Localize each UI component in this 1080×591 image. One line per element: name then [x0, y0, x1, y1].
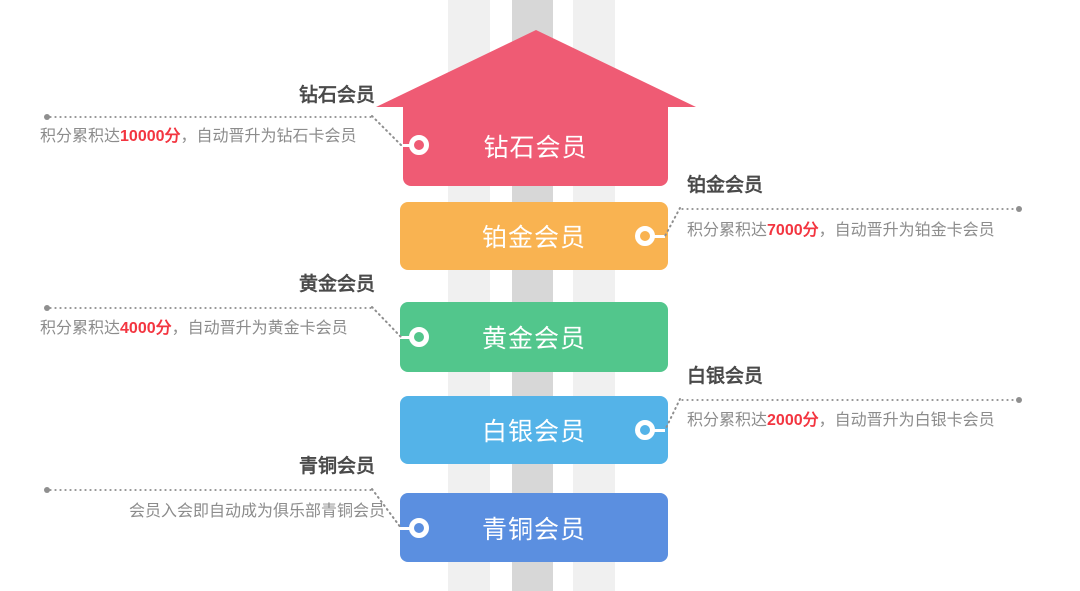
callout-body-post-diamond: ，自动晋升为钻石卡会员 [180, 128, 357, 145]
callout-body-silver: 积分累积达2000分，自动晋升为白银卡会员 [687, 406, 1017, 436]
callout-leader-silver [680, 399, 1018, 401]
tier-platinum[interactable]: 铂金会员 [400, 202, 668, 270]
tier-label-diamond: 钻石会员 [483, 133, 588, 162]
tier-gold[interactable]: 黄金会员 [400, 302, 668, 372]
callout-body-pre-gold: 积分累积达 [40, 320, 121, 337]
tier-marker-platinum[interactable] [635, 226, 655, 246]
callout-leader-dot-gold [44, 305, 50, 311]
callout-body-number-diamond: 10000分 [120, 128, 181, 145]
tier-marker-stub-platinum [653, 235, 665, 238]
callout-body-bronze: 会员入会即自动成为俱乐部青铜会员 [40, 497, 385, 527]
callout-body-post-silver: ，自动晋升为白银卡会员 [818, 412, 995, 429]
callout-leader-platinum [680, 208, 1018, 210]
callout-title-silver: 白银会员 [687, 366, 764, 387]
tier-bronze[interactable]: 青铜会员 [400, 493, 668, 562]
tier-marker-stub-diamond [399, 144, 411, 147]
callout-leader-dot-silver [1016, 397, 1022, 403]
callout-title-gold: 黄金会员 [298, 274, 375, 295]
callout-leader-dot-diamond [44, 114, 50, 120]
tier-label-platinum: 铂金会员 [481, 224, 586, 252]
callout-body-number-silver: 2000分 [767, 412, 819, 429]
callout-body-platinum: 积分累积达7000分，自动晋升为铂金卡会员 [687, 216, 1047, 246]
callout-leader-gold [48, 307, 372, 309]
callout-body-pre-diamond: 积分累积达 [40, 128, 121, 145]
callout-title-bronze: 青铜会员 [298, 456, 375, 477]
tier-marker-stub-bronze [399, 527, 411, 530]
tier-marker-gold[interactable] [409, 327, 429, 347]
callout-body-diamond: 积分累积达10000分，自动晋升为钻石卡会员 [40, 122, 385, 152]
callout-leader-dot-platinum [1016, 206, 1022, 212]
tier-diamond[interactable]: 钻石会员 [403, 105, 668, 186]
tier-label-silver: 白银会员 [481, 418, 586, 446]
callout-body-pre-silver: 积分累积达 [687, 412, 768, 429]
tier-silver[interactable]: 白银会员 [400, 396, 668, 464]
tier-label-gold: 黄金会员 [481, 325, 586, 353]
tier-marker-stub-gold [399, 336, 411, 339]
callout-connector-silver [664, 398, 681, 431]
callout-body-number-platinum: 7000分 [767, 222, 819, 239]
callout-leader-dot-bronze [44, 487, 50, 493]
tier-marker-silver[interactable] [635, 420, 655, 440]
callout-connector-bronze [371, 488, 402, 529]
callout-leader-diamond [48, 116, 372, 118]
callout-body-number-gold: 4000分 [120, 320, 172, 337]
callout-title-diamond: 钻石会员 [298, 85, 375, 106]
tier-label-bronze: 青铜会员 [481, 515, 586, 544]
callout-connector-platinum [664, 207, 681, 237]
callout-title-platinum: 铂金会员 [687, 175, 764, 196]
callout-body-pre-platinum: 积分累积达 [687, 222, 768, 239]
tier-marker-diamond[interactable] [409, 135, 429, 155]
tier-arrow-head-diamond [375, 30, 696, 107]
callout-body-post-bronze: 会员入会即自动成为俱乐部青铜会员 [128, 503, 385, 520]
callout-body-post-platinum: ，自动晋升为铂金卡会员 [818, 222, 995, 239]
tier-marker-stub-silver [653, 429, 665, 432]
callout-connector-diamond [371, 115, 402, 146]
callout-body-post-gold: ，自动晋升为黄金卡会员 [171, 320, 348, 337]
callout-connector-gold [371, 306, 402, 338]
callout-leader-bronze [48, 489, 372, 491]
callout-body-gold: 积分累积达4000分，自动晋升为黄金卡会员 [40, 314, 385, 344]
tier-marker-bronze[interactable] [409, 518, 429, 538]
